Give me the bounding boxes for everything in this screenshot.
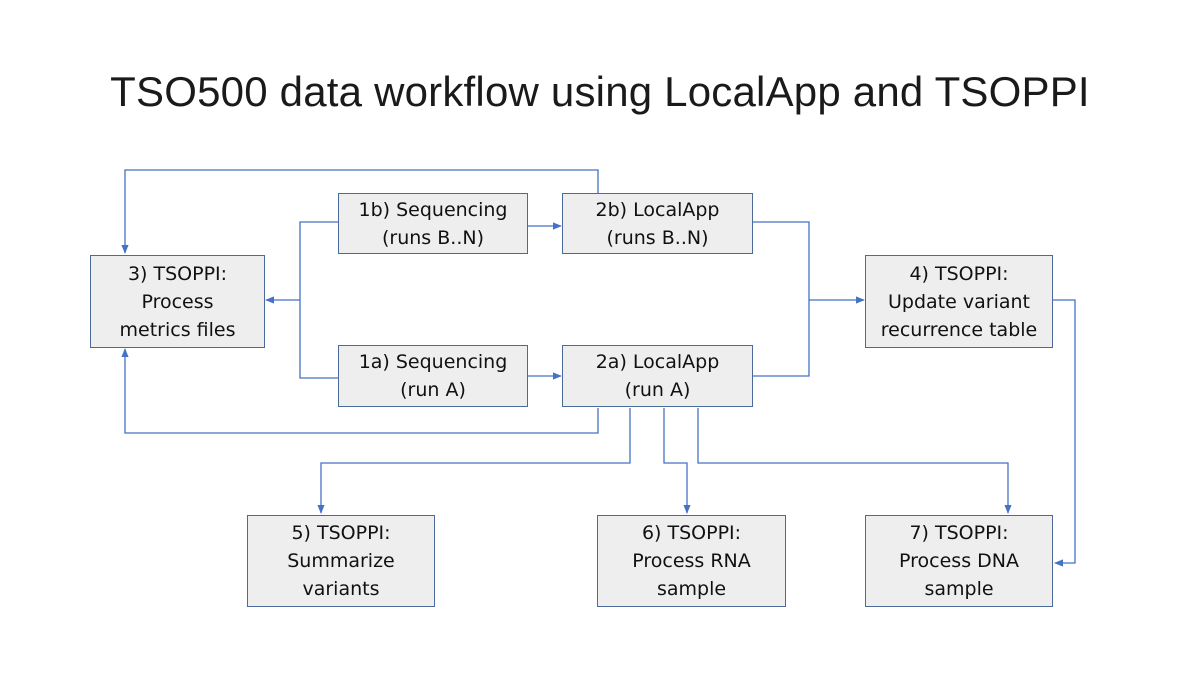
- bracket-localapp: [753, 221, 810, 377]
- box-label: sample: [924, 578, 994, 600]
- box-label: variants: [302, 578, 380, 600]
- box-tsoppi-update-recurrence: 4) TSOPPI: Update variant recurrence tab…: [865, 255, 1053, 348]
- box-label: metrics files: [119, 318, 236, 341]
- box-label: 6) TSOPPI:: [641, 522, 742, 544]
- box-label: 1a) Sequencing: [358, 351, 508, 373]
- box-tsoppi-process-dna: 7) TSOPPI: Process DNA sample: [865, 515, 1053, 607]
- box-label: 5) TSOPPI:: [291, 522, 391, 544]
- box-label: (runs B..N): [382, 226, 484, 249]
- box-label: Update variant: [888, 290, 1030, 313]
- box-label: (run A): [624, 379, 691, 401]
- box-label: 7) TSOPPI:: [909, 522, 1009, 544]
- box-localapp-run-a: 2a) LocalApp (run A): [562, 345, 753, 407]
- box-label: sample: [656, 578, 727, 600]
- diagram-title: TSO500 data workflow using LocalApp and …: [110, 68, 1090, 115]
- box-label: Process: [141, 290, 214, 313]
- box-label: Process RNA: [632, 550, 751, 572]
- box-label: Summarize: [287, 550, 395, 572]
- box-label: (runs B..N): [606, 226, 709, 249]
- box-label: 4) TSOPPI:: [909, 262, 1009, 285]
- box-label: Process DNA: [899, 550, 1019, 572]
- arrow-localapp-a-to-summarize: [317, 408, 631, 514]
- arrow-localapp-a-to-rna: [663, 408, 691, 514]
- box-label: 3) TSOPPI:: [127, 262, 228, 285]
- box-sequencing-run-a: 1a) Sequencing (run A): [338, 345, 528, 407]
- box-label: 2a) LocalApp: [595, 351, 720, 373]
- box-sequencing-runs-b-n: 1b) Sequencing (runs B..N): [338, 193, 528, 254]
- box-label: recurrence table: [880, 318, 1038, 341]
- box-label: 1b) Sequencing: [358, 198, 508, 221]
- box-label: (run A): [400, 379, 466, 401]
- box-tsoppi-summarize-variants: 5) TSOPPI: Summarize variants: [247, 515, 435, 607]
- box-label: 2b) LocalApp: [595, 198, 720, 221]
- arrow-recurrence-to-dna: [1053, 299, 1076, 567]
- arrow-localapp-a-to-dna: [697, 408, 1012, 514]
- bracket-seq-b: [299, 221, 338, 379]
- arrow-localapp-a-to-metrics: [121, 348, 599, 434]
- box-tsoppi-process-metrics: 3) TSOPPI: Process metrics files: [90, 255, 265, 348]
- box-tsoppi-process-rna: 6) TSOPPI: Process RNA sample: [597, 515, 786, 607]
- arrow-localapp-b-to-metrics: [121, 169, 599, 254]
- box-localapp-runs-b-n: 2b) LocalApp (runs B..N): [562, 193, 753, 254]
